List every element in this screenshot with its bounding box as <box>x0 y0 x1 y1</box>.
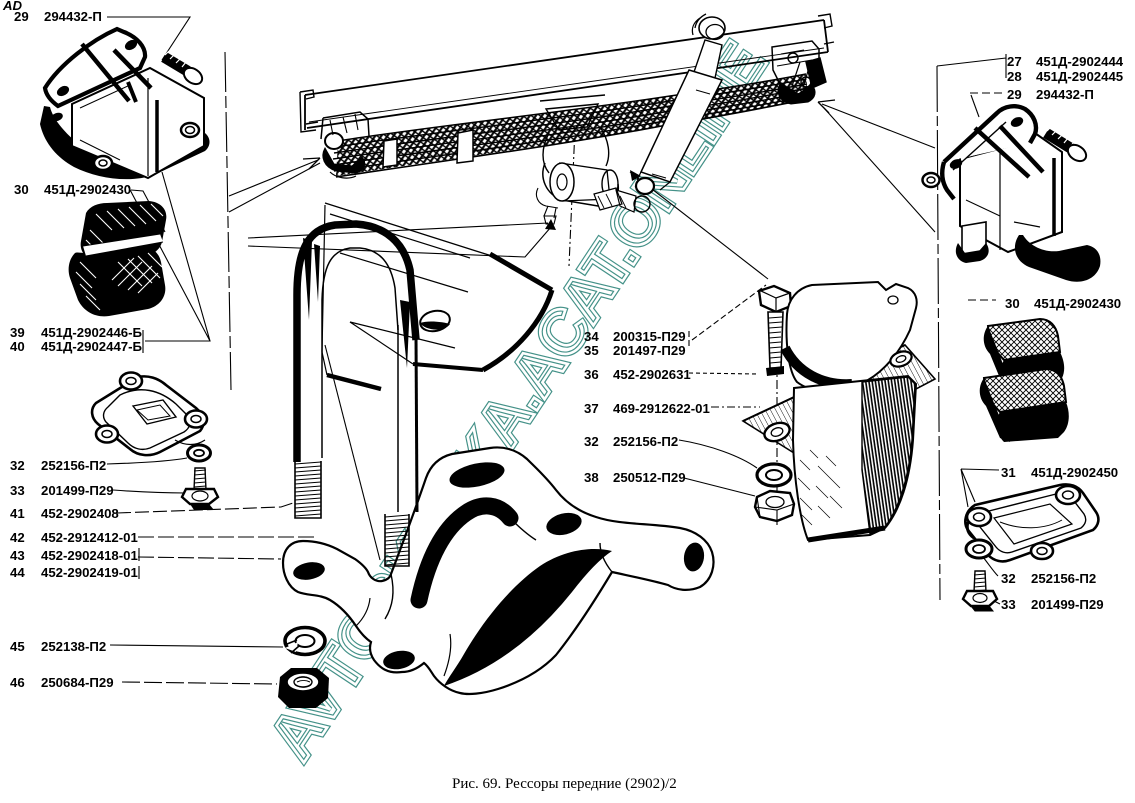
svg-text:30: 30 <box>14 182 29 197</box>
svg-text:452-2902631: 452-2902631 <box>613 367 691 382</box>
svg-text:201497-П29: 201497-П29 <box>613 343 686 358</box>
svg-text:451Д-2902450: 451Д-2902450 <box>1031 465 1118 480</box>
svg-text:27: 27 <box>1007 54 1022 69</box>
svg-text:452-2902408: 452-2902408 <box>41 506 119 521</box>
svg-text:33: 33 <box>1001 597 1016 612</box>
svg-text:38: 38 <box>584 470 599 485</box>
svg-text:294432-П: 294432-П <box>1036 87 1094 102</box>
svg-text:451Д-2902430: 451Д-2902430 <box>44 182 131 197</box>
svg-text:32: 32 <box>10 458 25 473</box>
svg-text:252156-П2: 252156-П2 <box>1031 571 1096 586</box>
svg-text:451Д-2902446-Б: 451Д-2902446-Б <box>41 325 143 340</box>
svg-text:252156-П2: 252156-П2 <box>41 458 106 473</box>
svg-text:200315-П29: 200315-П29 <box>613 329 686 344</box>
svg-text:252138-П2: 252138-П2 <box>41 639 106 654</box>
svg-text:34: 34 <box>584 329 599 344</box>
svg-text:452-2902418-01: 452-2902418-01 <box>41 548 138 563</box>
svg-text:451Д-2902445: 451Д-2902445 <box>1036 69 1123 84</box>
svg-text:39: 39 <box>10 325 25 340</box>
svg-text:Рис. 69. Рессоры передние (290: Рис. 69. Рессоры передние (2902)/2 <box>452 776 677 792</box>
svg-text:44: 44 <box>10 565 25 580</box>
svg-text:36: 36 <box>584 367 599 382</box>
svg-text:452-2902419-01: 452-2902419-01 <box>41 565 138 580</box>
svg-text:33: 33 <box>10 483 25 498</box>
svg-text:30: 30 <box>1005 296 1020 311</box>
svg-text:32: 32 <box>1001 571 1016 586</box>
svg-text:252156-П2: 252156-П2 <box>613 434 678 449</box>
svg-text:37: 37 <box>584 401 599 416</box>
svg-text:451Д-2902447-Б: 451Д-2902447-Б <box>41 339 143 354</box>
svg-text:32: 32 <box>584 434 599 449</box>
svg-text:42: 42 <box>10 530 25 545</box>
svg-text:28: 28 <box>1007 69 1022 84</box>
svg-text:294432-П: 294432-П <box>44 9 102 24</box>
svg-text:45: 45 <box>10 639 25 654</box>
svg-text:250684-П29: 250684-П29 <box>41 675 114 690</box>
svg-text:41: 41 <box>10 506 25 521</box>
svg-text:452-2912412-01: 452-2912412-01 <box>41 530 138 545</box>
svg-text:201499-П29: 201499-П29 <box>41 483 114 498</box>
svg-text:29: 29 <box>1007 87 1022 102</box>
svg-text:250512-П29: 250512-П29 <box>613 470 686 485</box>
svg-text:46: 46 <box>10 675 25 690</box>
svg-text:43: 43 <box>10 548 25 563</box>
svg-text:AD: AD <box>2 0 23 13</box>
svg-text:451Д-2902444: 451Д-2902444 <box>1036 54 1124 69</box>
svg-text:469-2912622-01: 469-2912622-01 <box>613 401 710 416</box>
svg-text:31: 31 <box>1001 465 1016 480</box>
svg-text:40: 40 <box>10 339 25 354</box>
svg-text:35: 35 <box>584 343 599 358</box>
svg-text:451Д-2902430: 451Д-2902430 <box>1034 296 1121 311</box>
svg-text:201499-П29: 201499-П29 <box>1031 597 1104 612</box>
svg-text:29: 29 <box>14 9 29 24</box>
